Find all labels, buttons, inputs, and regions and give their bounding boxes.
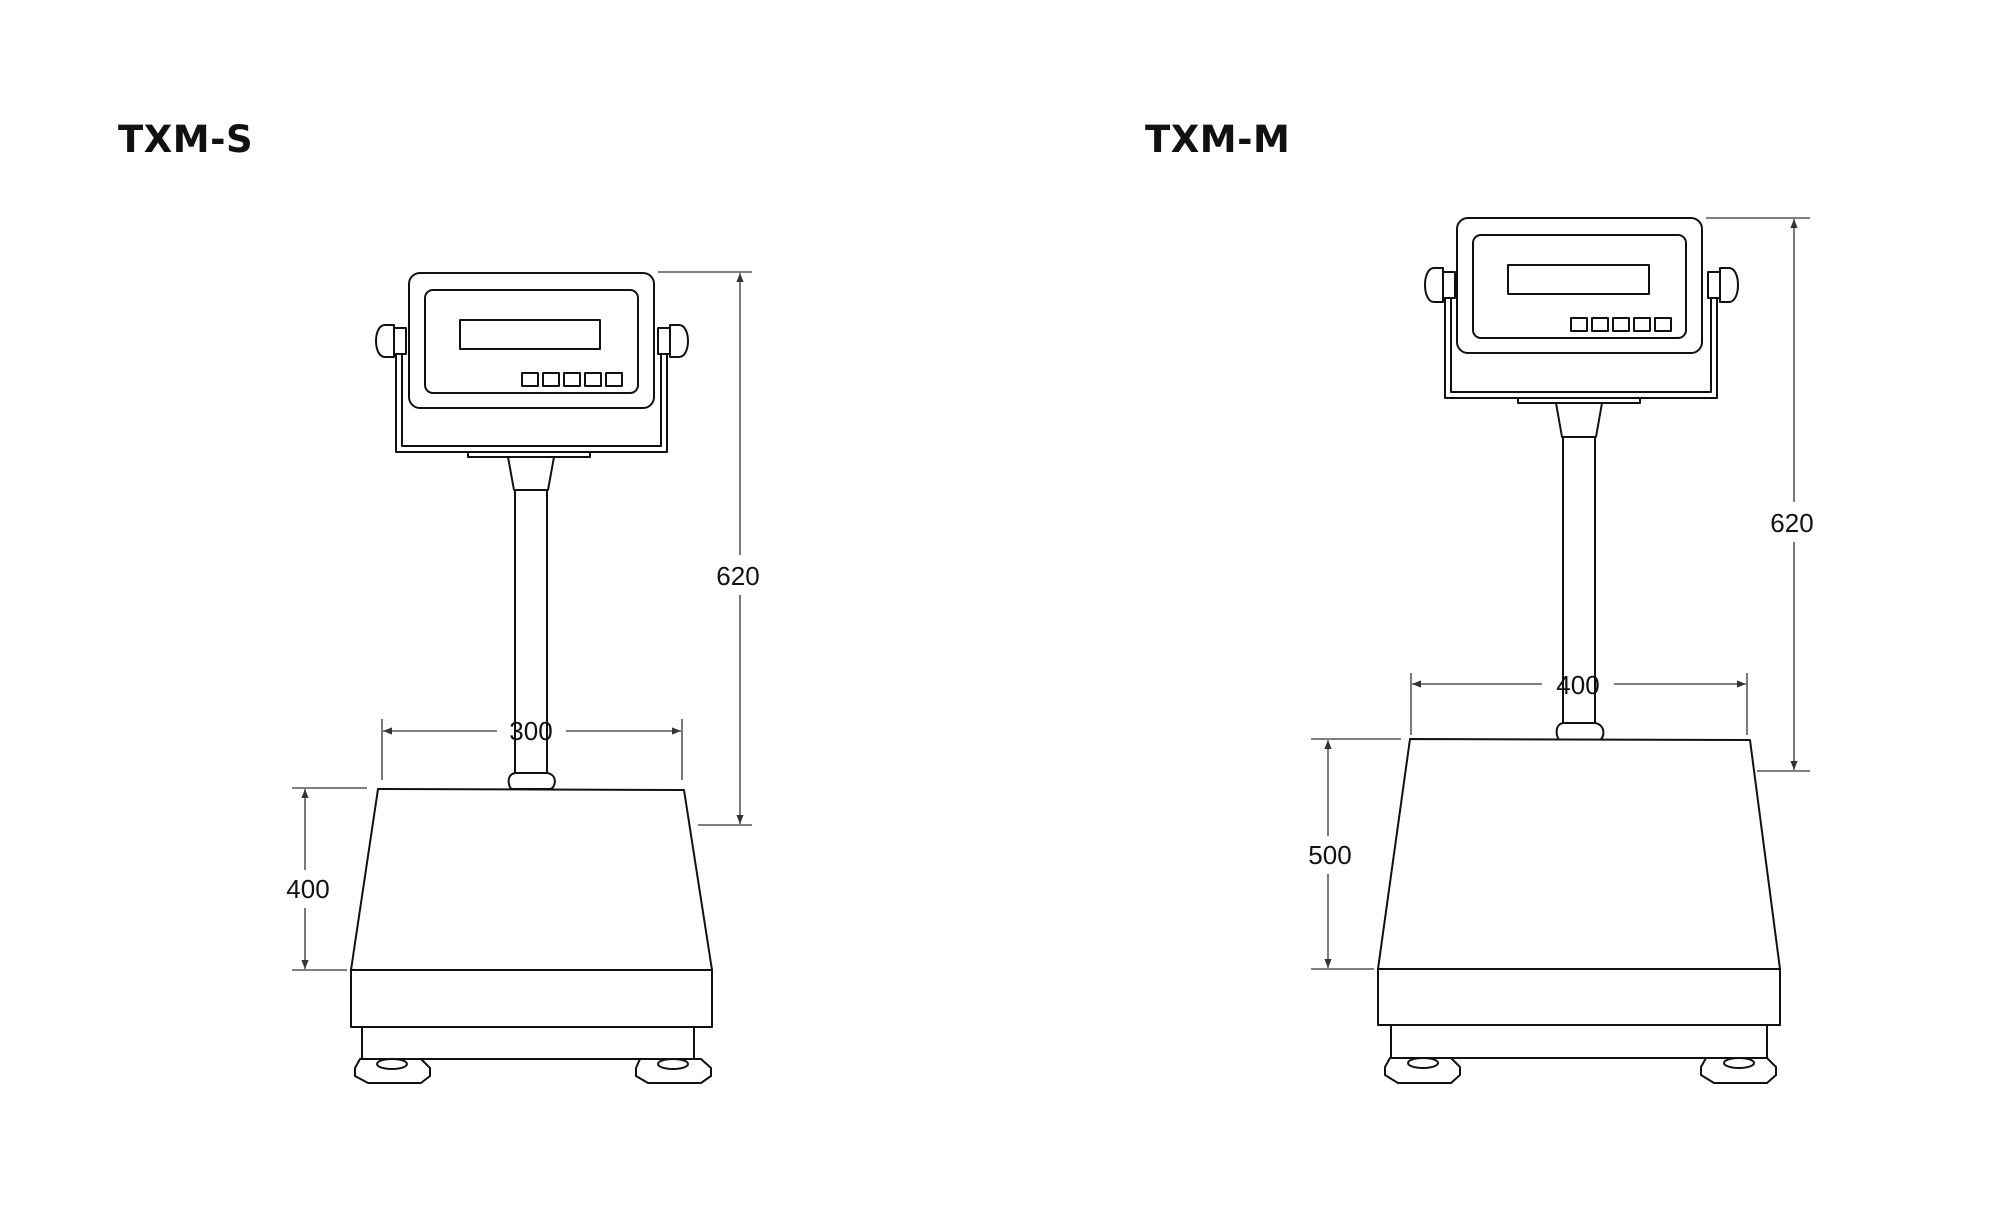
model-title-txm-s: TXM-S [118, 118, 254, 161]
dimension-width: 400 [1410, 670, 1748, 735]
foot-right-icon [635, 1058, 712, 1084]
display-window [459, 319, 601, 350]
foot-left-icon [1384, 1057, 1461, 1084]
display-window [1507, 264, 1650, 295]
indicator-panel [1472, 234, 1687, 339]
knob-left-icon [1424, 267, 1456, 303]
indicator-housing [408, 272, 655, 409]
dimension-column-height-label: 620 [716, 561, 759, 591]
dimension-platform-height-label: 400 [286, 874, 329, 904]
dimension-column-height: 620 [1706, 217, 1814, 772]
dimension-column-height: 620 [658, 271, 760, 826]
dimension-width-label: 300 [509, 716, 552, 746]
column-base [1555, 722, 1605, 741]
platform-frame [361, 1026, 695, 1060]
scale-drawing-txm-m: 400 500 620 [1308, 217, 1814, 1084]
keypad-buttons [521, 372, 623, 387]
model-title-txm-m: TXM-M [1145, 118, 1291, 161]
knob-left-icon [375, 324, 407, 358]
dimension-platform-height: 500 [1308, 738, 1401, 970]
dimension-width-label: 400 [1556, 670, 1599, 700]
platform-frame [1390, 1024, 1768, 1059]
keypad-buttons [1570, 317, 1672, 332]
foot-right-icon [1700, 1057, 1777, 1084]
knob-right-icon [657, 324, 689, 358]
column-collar [1555, 402, 1603, 438]
column-pole [1562, 436, 1596, 724]
column-collar [507, 456, 555, 491]
knob-right-icon [1707, 267, 1739, 303]
platform-top [1377, 738, 1781, 970]
indicator-panel [424, 289, 639, 394]
platform-base [350, 969, 713, 1028]
dimension-column-height-label: 620 [1770, 508, 1813, 538]
column-base [507, 772, 556, 790]
dimension-platform-height-label: 500 [1308, 840, 1351, 870]
scale-drawing-txm-s: 300 400 620 [286, 271, 760, 1084]
indicator-housing [1456, 217, 1703, 354]
platform-top [350, 788, 713, 971]
platform-base [1377, 968, 1781, 1026]
dimension-platform-height: 400 [286, 787, 367, 971]
foot-left-icon [354, 1058, 431, 1084]
dimension-width: 300 [381, 716, 683, 780]
